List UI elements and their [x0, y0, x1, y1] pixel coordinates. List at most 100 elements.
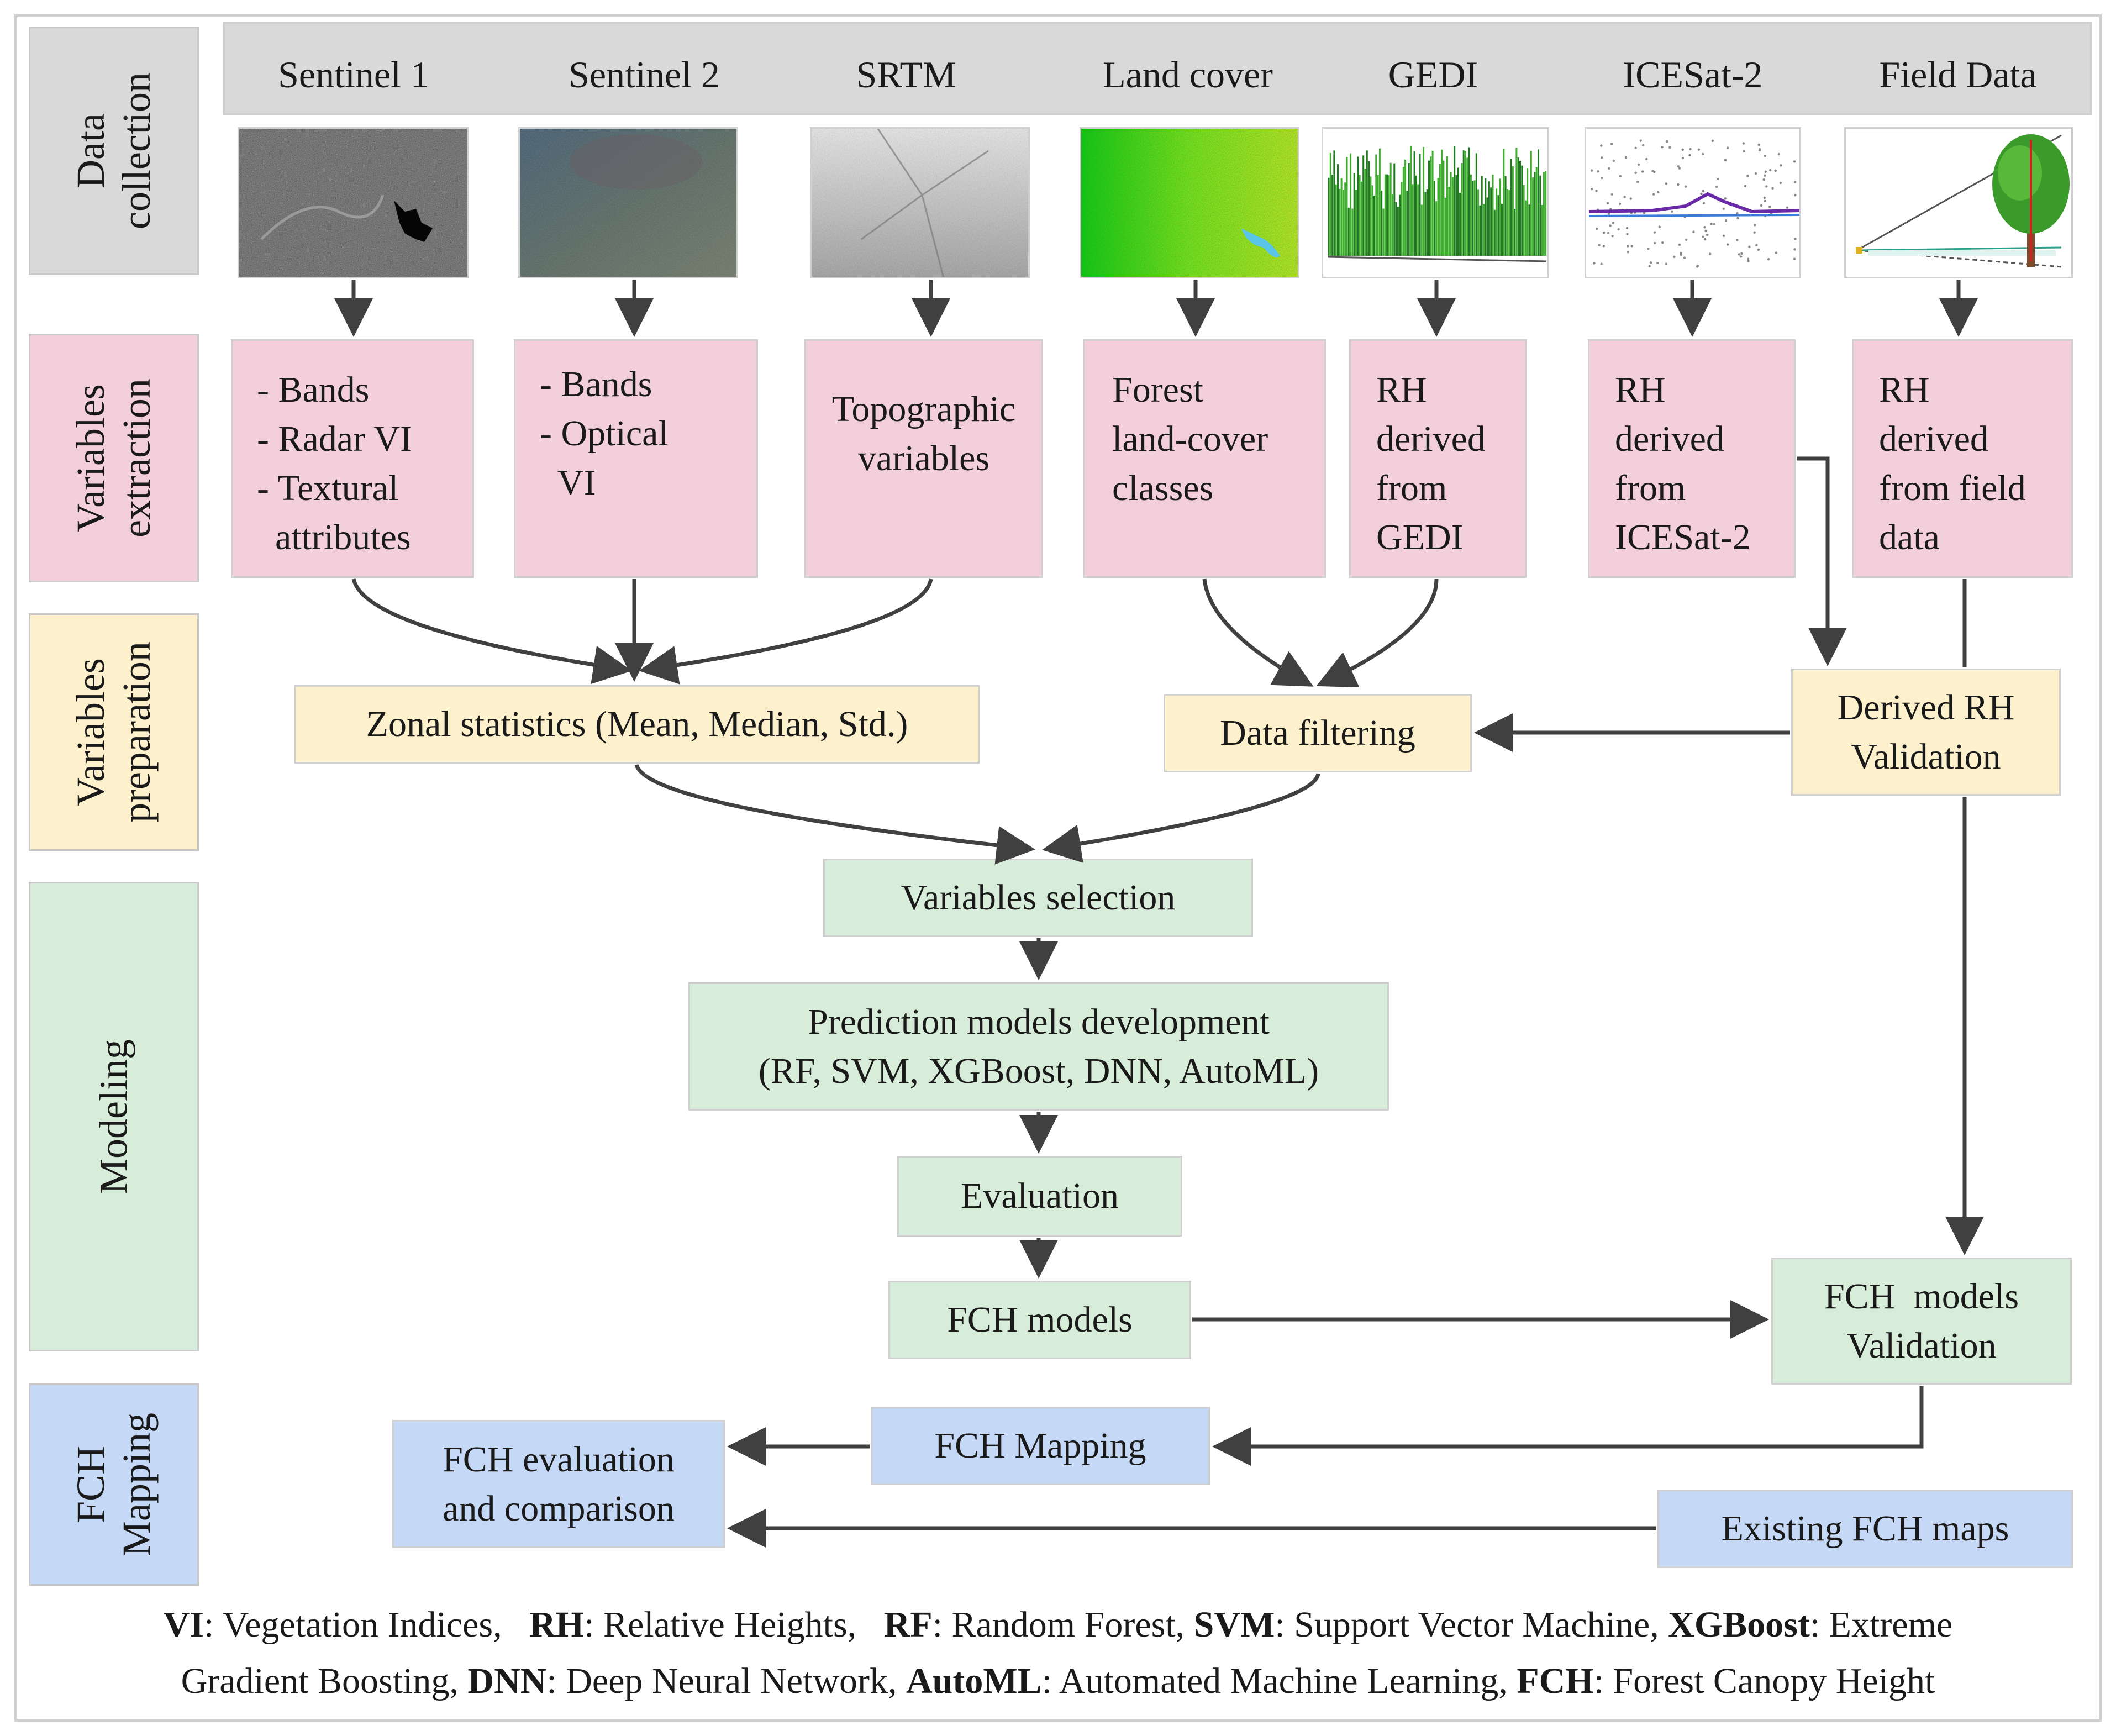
legend-term: RH [529, 1605, 585, 1645]
source-land-cover: Land cover [1103, 54, 1273, 96]
extraction-srtm: Topographic variables [804, 339, 1043, 578]
legend-definition: : Vegetation Indices, [204, 1605, 530, 1645]
prediction-models-box: Prediction models development (RF, SVM, X… [688, 982, 1389, 1111]
arrow-filtering-to-selection [1042, 773, 1320, 863]
legend-term: XGBoost [1668, 1605, 1810, 1645]
text-line: VI [540, 462, 596, 503]
legend-term: DNN [467, 1661, 547, 1702]
legend-definition: : Support Vector Machine, [1275, 1605, 1668, 1645]
data-filtering-box: Data filtering [1164, 694, 1472, 772]
evaluation-box: Evaluation [897, 1156, 1182, 1237]
fch-models-box: FCH models [888, 1281, 1191, 1359]
text-line: RH [1615, 370, 1666, 410]
text-line: (RF, SVM, XGBoost, DNN, AutoML) [758, 1051, 1319, 1091]
text-line: Validation [1851, 737, 2001, 777]
variables-selection-box: Variables selection [823, 859, 1253, 937]
text-line: - Textural [257, 468, 399, 509]
legend-term: RF [883, 1605, 933, 1645]
legend-term: FCH [1517, 1661, 1594, 1702]
text-line: variables [857, 438, 990, 478]
source-icesat-2: ICESat-2 [1623, 54, 1763, 96]
gedi-waveform-image [1322, 127, 1549, 278]
text-line: data [1879, 517, 1940, 558]
legend-definition: Gradient Boosting, [181, 1661, 468, 1702]
text-line: derived [1376, 419, 1486, 460]
text-line: from [1376, 468, 1447, 509]
text-line: derived [1879, 419, 1988, 460]
arrow-icesat-to-validation [1797, 456, 1847, 666]
text-line: - Radar VI [257, 419, 413, 460]
abbreviation-legend: VI: Vegetation Indices, RH: Relative Hei… [22, 1597, 2094, 1710]
text-line: and comparison [443, 1488, 675, 1529]
text-line: GEDI [1376, 517, 1464, 558]
sentinel2-optical-image [518, 127, 738, 278]
text-line: derived [1615, 419, 1724, 460]
text-line: Validation [1846, 1325, 1997, 1366]
srtm-dem-image [810, 127, 1030, 278]
arrow-landcover-to-filtering [1202, 578, 1314, 687]
legend-line-1: VI: Vegetation Indices, RH: Relative Hei… [22, 1597, 2094, 1653]
source-gedi: GEDI [1388, 54, 1478, 96]
fch-mapping-box: FCH Mapping [871, 1407, 1210, 1485]
zonal-statistics-box: Zonal statistics (Mean, Median, Std.) [294, 685, 980, 764]
text-line: Prediction models development [808, 1001, 1270, 1042]
arrow-gedi-to-filtering [1316, 578, 1439, 687]
text-line: RH [1376, 370, 1427, 410]
text-line: Forest [1112, 370, 1203, 410]
text-line: Derived RH [1837, 687, 2015, 728]
extraction-sentinel-2: - Bands - Optical VI [514, 339, 758, 578]
text-line: RH [1879, 370, 1930, 410]
section-modeling: Modeling [29, 882, 199, 1351]
text-line: - Bands [540, 364, 652, 404]
landcover-map-image [1080, 127, 1299, 278]
legend-term: VI [163, 1605, 204, 1645]
text-line: classes [1112, 468, 1214, 509]
text-line: - Optical [540, 413, 669, 454]
legend-definition: : Forest Canopy Height [1593, 1661, 1935, 1702]
legend-definition: : Extreme [1809, 1605, 1953, 1645]
text-line: - Bands [257, 370, 370, 410]
text-line: attributes [257, 517, 411, 558]
text-line: ICESat-2 [1615, 517, 1751, 558]
legend-definition: : Automated Machine Learning, [1041, 1661, 1517, 1702]
text-line: from field [1879, 468, 2026, 509]
extraction-sentinel-1: - Bands - Radar VI - Textural attributes [231, 339, 474, 578]
icesat2-photon-image [1585, 127, 1801, 278]
sources-header-bar [223, 22, 2092, 115]
source-field-data: Field Data [1879, 54, 2037, 96]
legend-definition: : Relative Heights, [584, 1605, 884, 1645]
derived-rh-validation-box: Derived RH Validation [1791, 669, 2061, 796]
legend-definition: : Deep Neural Network, [546, 1661, 906, 1702]
source-srtm: SRTM [856, 54, 956, 96]
text-line: from [1615, 468, 1686, 509]
extraction-land-cover: Forest land-cover classes [1083, 339, 1326, 578]
legend-term: SVM [1193, 1605, 1275, 1645]
fch-evaluation-comparison-box: FCH evaluation and comparison [392, 1420, 725, 1548]
text-line: FCH evaluation [443, 1439, 675, 1480]
arrow-validation-to-mapping [1212, 1386, 1924, 1466]
legend-definition: : Random Forest, [932, 1605, 1194, 1645]
field-tree-diagram-image [1844, 127, 2073, 278]
source-sentinel-2: Sentinel 2 [569, 54, 720, 96]
extraction-field-data: RH derived from field data [1852, 339, 2073, 578]
legend-line-2: Gradient Boosting, DNN: Deep Neural Netw… [22, 1653, 2094, 1709]
arrow-srtm-to-zonal [639, 578, 933, 685]
arrow-zonal-to-selection [634, 764, 1035, 865]
sentinel1-sar-image [238, 127, 469, 278]
existing-fch-maps-box: Existing FCH maps [1657, 1490, 2073, 1568]
arrow-s1-to-zonal [351, 578, 632, 685]
figure-frame [14, 14, 2102, 1722]
legend-term: AutoML [906, 1661, 1042, 1702]
text-line: Topographic [831, 388, 1016, 429]
source-sentinel-1: Sentinel 1 [278, 54, 429, 96]
text-line: land-cover [1112, 419, 1268, 460]
text-line: FCH models [1824, 1276, 2019, 1317]
